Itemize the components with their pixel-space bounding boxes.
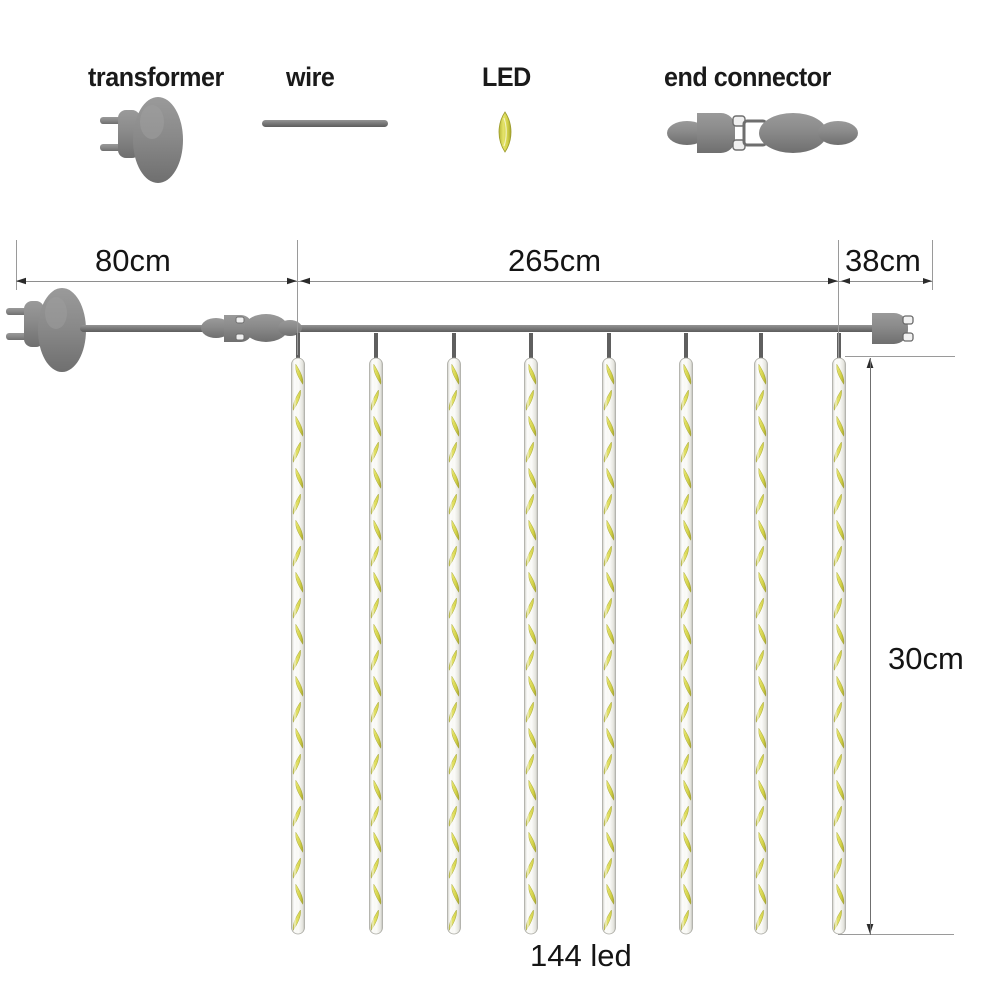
legend-label-end-connector: end connector <box>664 62 831 92</box>
end-connector-icon <box>667 113 858 153</box>
wire-segment-icon <box>262 120 388 127</box>
dim-line-30cm <box>870 358 871 935</box>
ext-line-tube-top <box>845 356 955 357</box>
meteor-tube-group <box>291 333 846 935</box>
dimension-label-38cm: 38cm <box>845 243 921 278</box>
dimension-label-265cm: 265cm <box>508 243 602 278</box>
tube-stem <box>529 333 533 362</box>
led-bulb-icon <box>498 111 512 153</box>
ext-line-265-38 <box>838 240 839 358</box>
legend-label-led: LED <box>482 62 531 92</box>
tube-stem <box>452 333 456 362</box>
legend-label-transformer: transformer <box>88 62 224 92</box>
dimension-label-80cm: 80cm <box>95 243 171 278</box>
dim-line-38cm <box>838 281 933 282</box>
meteor-tube-1 <box>291 333 305 935</box>
dimension-label-30cm: 30cm <box>888 641 964 676</box>
ext-line-80-265 <box>297 240 298 355</box>
meteor-tube-6 <box>679 333 693 935</box>
led-count-caption: 144 led <box>530 938 632 973</box>
ext-line-tube-bottom <box>838 934 954 935</box>
inline-connector <box>201 314 302 342</box>
tube-stem <box>837 333 841 362</box>
meteor-tube-3 <box>447 333 461 935</box>
tube-stem <box>374 333 378 362</box>
tube-stem <box>759 333 763 362</box>
meteor-tube-7 <box>754 333 768 935</box>
tail-end-connector <box>872 313 914 344</box>
dim-line-265cm <box>297 281 839 282</box>
legend-label-wire: wire <box>286 62 335 92</box>
dim-line-80cm <box>16 281 298 282</box>
plug-transformer-icon <box>100 97 183 183</box>
meteor-tube-8 <box>832 333 846 935</box>
tube-stem <box>684 333 688 362</box>
ext-line-right <box>932 240 933 290</box>
tube-stem <box>296 333 300 362</box>
meteor-tube-2 <box>369 333 383 935</box>
mains-plug <box>6 288 86 372</box>
tube-stem <box>607 333 611 362</box>
meteor-tube-4 <box>524 333 538 935</box>
meteor-tube-5 <box>602 333 616 935</box>
ext-line-left <box>16 240 17 290</box>
